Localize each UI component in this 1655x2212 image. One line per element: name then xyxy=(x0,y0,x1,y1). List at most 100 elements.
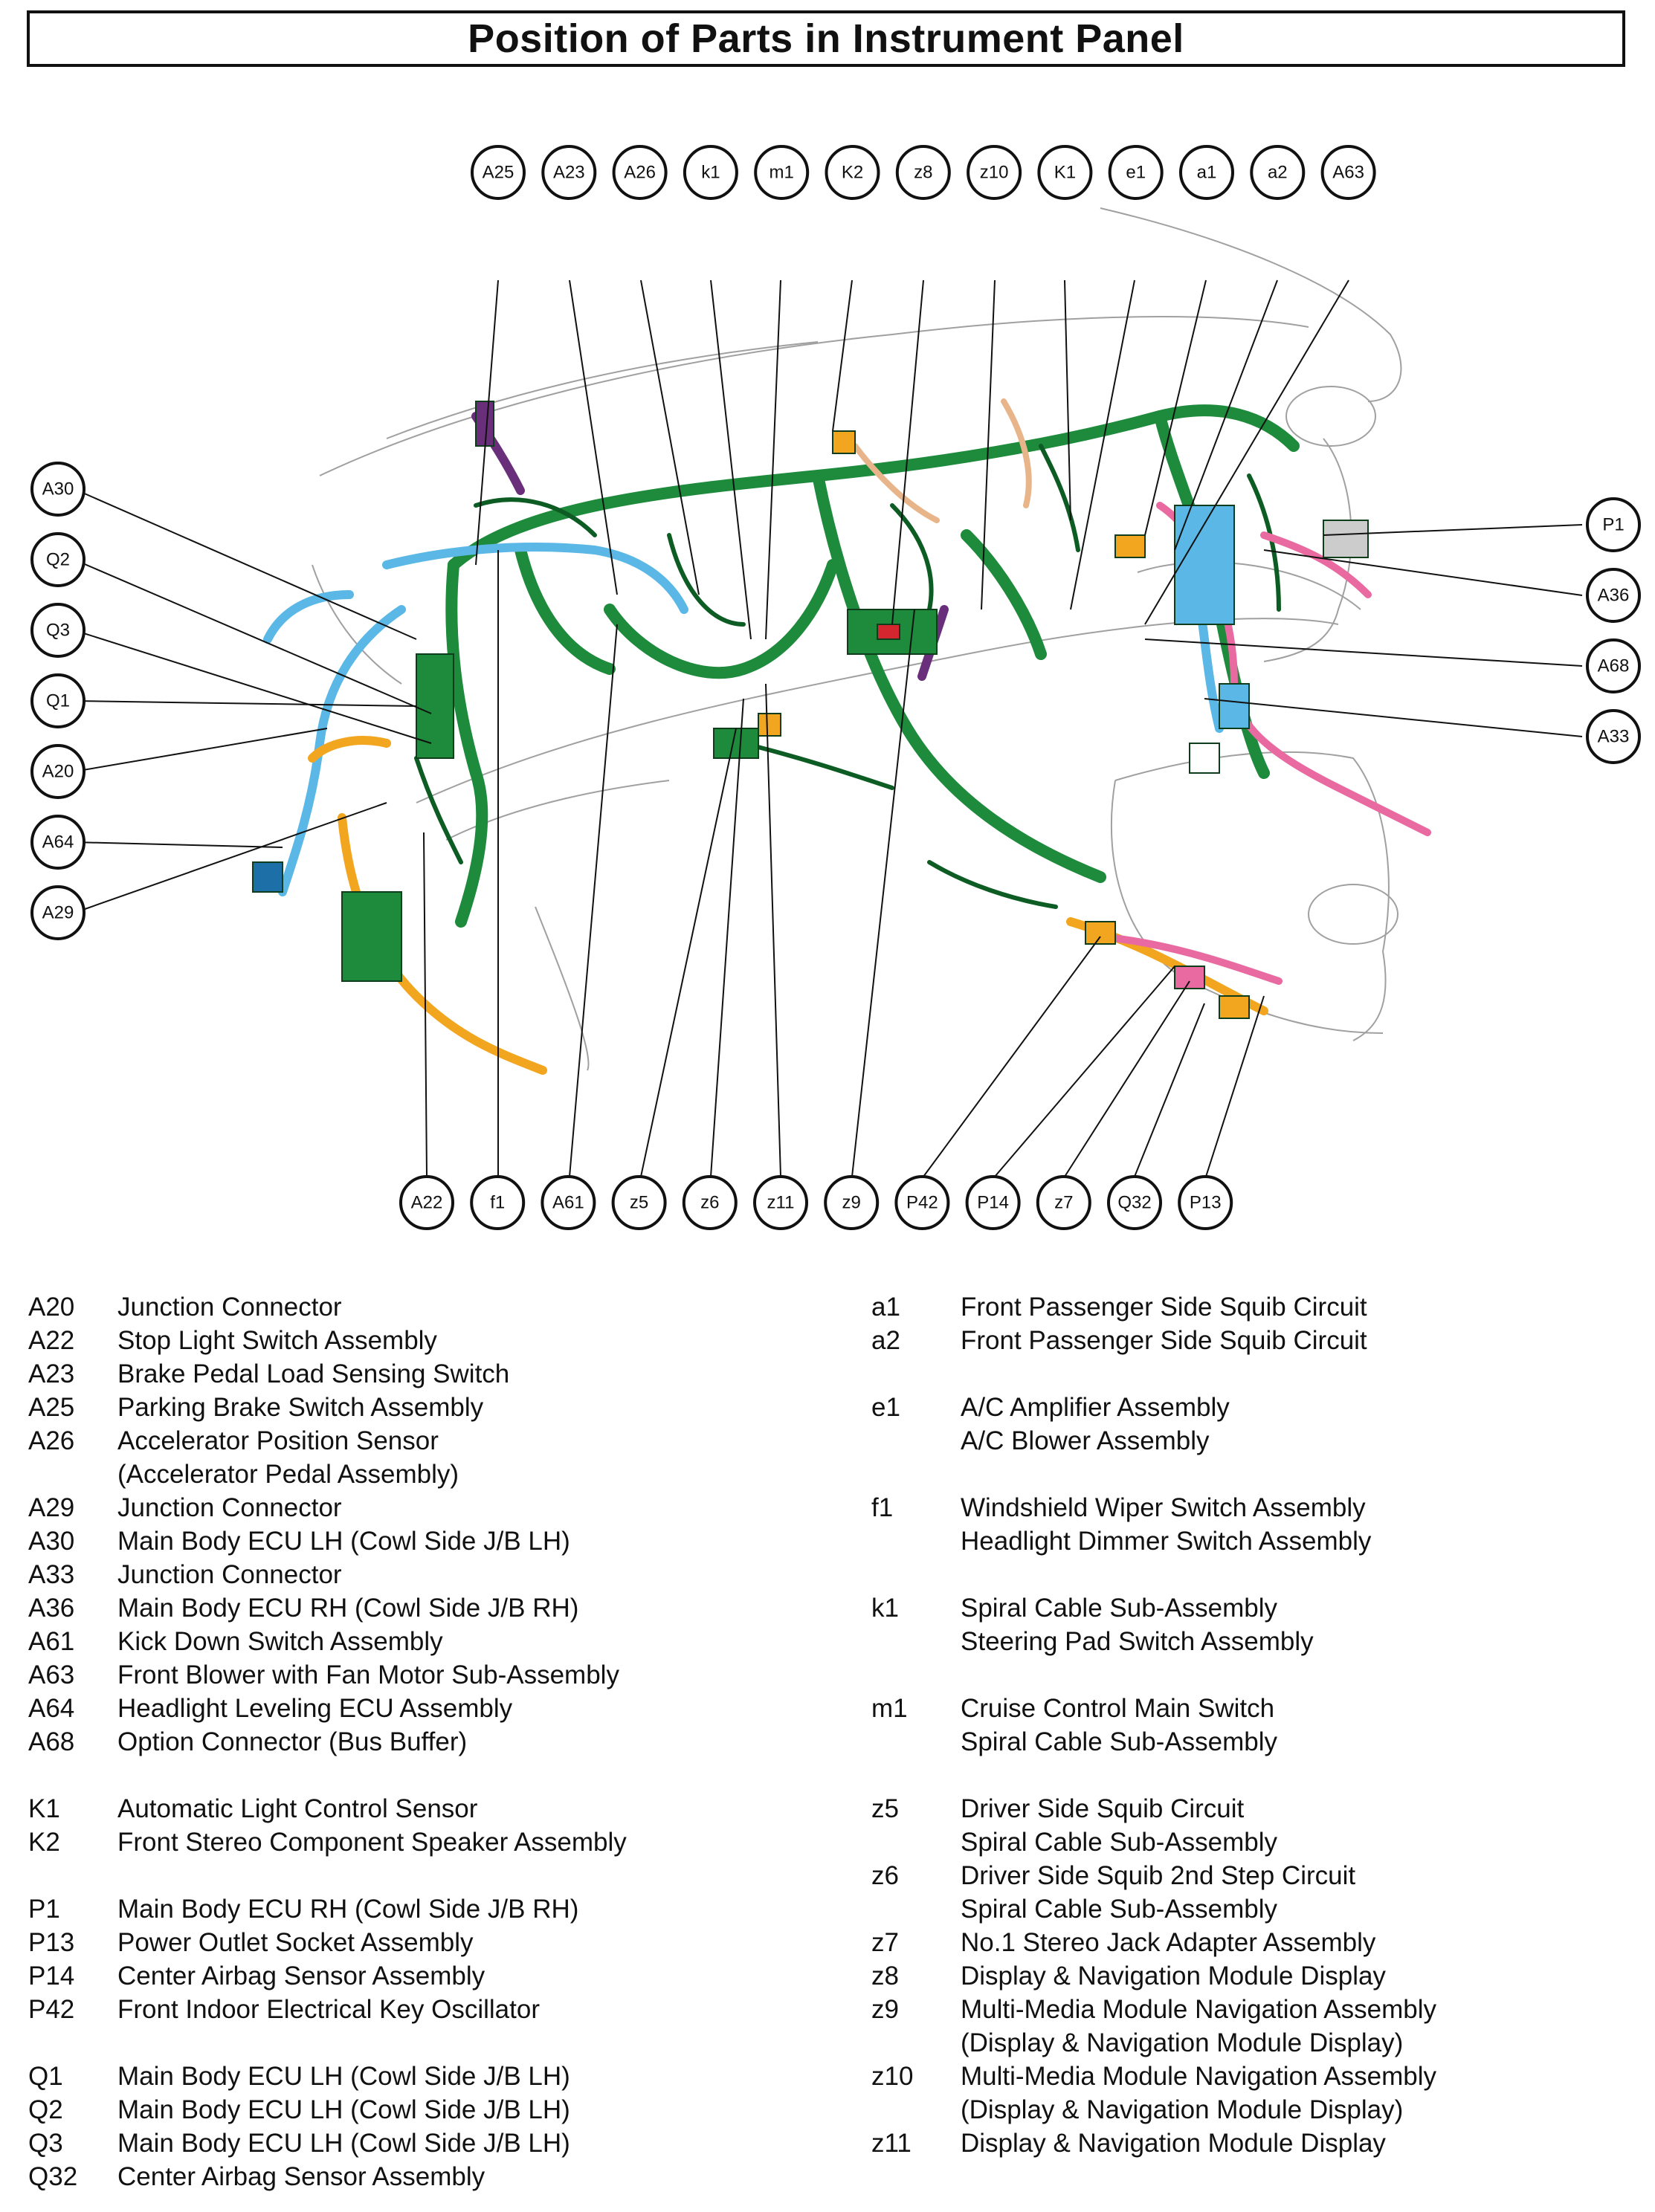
callout-circle xyxy=(824,1175,880,1230)
callout-a29: A29 xyxy=(30,885,86,940)
legend-description: Front Blower with Fan Motor Sub-Assembly xyxy=(117,1660,619,1689)
legend-row-z10: z10 Multi-Media Module Navigation Assembl… xyxy=(871,2060,1645,2093)
legend-code: P14 xyxy=(28,1962,75,1991)
legend-description: Parking Brake Switch Assembly xyxy=(117,1393,484,1422)
legend-row-continued: Spiral Cable Sub-Assembly xyxy=(871,1892,1645,1926)
callout-label: K2 xyxy=(842,163,863,183)
callout-label: z11 xyxy=(767,1193,795,1213)
legend-description: Main Body ECU LH (Cowl Side J/B LH) xyxy=(117,2095,570,2124)
legend-description: Headlight Dimmer Switch Assembly xyxy=(961,1527,1372,1556)
legend-description: Kick Down Switch Assembly xyxy=(117,1627,443,1656)
callout-label: A63 xyxy=(1332,163,1364,183)
legend-row-continued: Steering Pad Switch Assembly xyxy=(871,1625,1645,1658)
legend-description: (Display & Navigation Module Display) xyxy=(961,2028,1404,2057)
legend-description: A/C Amplifier Assembly xyxy=(961,1393,1230,1422)
callout-e1: e1 xyxy=(1108,145,1164,200)
legend-description: (Accelerator Pedal Assembly) xyxy=(117,1460,459,1489)
callout-a20: A20 xyxy=(30,744,86,799)
callout-label: A26 xyxy=(624,163,656,183)
legend-code: a1 xyxy=(871,1293,900,1322)
callout-p1: P1 xyxy=(1586,497,1641,552)
legend-description: Multi-Media Module Navigation Assembly xyxy=(961,2062,1436,2091)
legend-row-a20: A20 Junction Connector xyxy=(28,1290,816,1324)
callout-a61: A61 xyxy=(541,1175,596,1230)
callout-a68: A68 xyxy=(1586,638,1641,693)
legend-description: Brake Pedal Load Sensing Switch xyxy=(117,1359,510,1388)
callout-z10: z10 xyxy=(967,145,1022,200)
callout-label: A64 xyxy=(42,832,74,853)
callout-label: m1 xyxy=(770,163,794,183)
legend-row-z7: z7 No.1 Stereo Jack Adapter Assembly xyxy=(871,1926,1645,1959)
legend-row-continued xyxy=(28,1859,816,1892)
callout-q1: Q1 xyxy=(30,673,86,728)
callout-label: z8 xyxy=(914,163,932,183)
callout-circle xyxy=(541,145,597,200)
callout-a30: A30 xyxy=(30,462,86,517)
callout-label: z6 xyxy=(700,1193,719,1213)
callout-q32: Q32 xyxy=(1107,1175,1162,1230)
legend-code: A36 xyxy=(28,1594,75,1623)
legend-description: Multi-Media Module Navigation Assembly xyxy=(961,1995,1436,2024)
legend-code: A26 xyxy=(28,1426,75,1455)
callout-circle xyxy=(894,1175,950,1230)
legend-row-continued: Headlight Dimmer Switch Assembly xyxy=(871,1524,1645,1558)
callout-label: A61 xyxy=(552,1193,584,1213)
callout-label: f1 xyxy=(490,1193,505,1213)
legend-code: P1 xyxy=(28,1895,60,1924)
callout-label: z5 xyxy=(630,1193,648,1213)
legend-code: z11 xyxy=(871,2129,912,2158)
callout-circle xyxy=(1586,568,1641,623)
legend-code: z10 xyxy=(871,2062,914,2091)
legend-description: Front Indoor Electrical Key Oscillator xyxy=(117,1995,540,2024)
legend-description: No.1 Stereo Jack Adapter Assembly xyxy=(961,1928,1376,1957)
legend-code: z5 xyxy=(871,1794,899,1823)
legend-code: A20 xyxy=(28,1293,75,1322)
callout-a22: A22 xyxy=(399,1175,454,1230)
legend-code: z7 xyxy=(871,1928,899,1957)
legend-description: Automatic Light Control Sensor xyxy=(117,1794,478,1823)
legend-row-q2: Q2 Main Body ECU LH (Cowl Side J/B LH) xyxy=(28,2093,816,2127)
callout-circle xyxy=(1036,1175,1091,1230)
legend-description: Power Outlet Socket Assembly xyxy=(117,1928,474,1957)
callout-label: Q3 xyxy=(46,621,70,641)
legend-code: e1 xyxy=(871,1393,900,1422)
legend-code: Q2 xyxy=(28,2095,63,2124)
callout-circle xyxy=(470,1175,526,1230)
legend-row-continued xyxy=(28,1759,816,1792)
legend-code: f1 xyxy=(871,1493,894,1522)
legend-description: (Display & Navigation Module Display) xyxy=(961,2095,1404,2124)
callout-label: a2 xyxy=(1268,163,1288,183)
legend-description: Junction Connector xyxy=(117,1293,342,1322)
callout-z5: z5 xyxy=(611,1175,667,1230)
callout-circle xyxy=(30,815,86,870)
legend-row-continued: (Display & Navigation Module Display) xyxy=(871,2026,1645,2060)
legend-description: Center Airbag Sensor Assembly xyxy=(117,2162,485,2191)
legend-description: Spiral Cable Sub-Assembly xyxy=(961,1727,1278,1756)
callout-circle xyxy=(611,1175,667,1230)
callout-a1: a1 xyxy=(1179,145,1234,200)
callout-z7: z7 xyxy=(1036,1175,1091,1230)
callout-circle xyxy=(30,532,86,587)
callout-p13: P13 xyxy=(1178,1175,1233,1230)
legend-code: k1 xyxy=(871,1594,899,1623)
legend-description: Driver Side Squib 2nd Step Circuit xyxy=(961,1861,1356,1890)
callout-z8: z8 xyxy=(895,145,951,200)
callout-circle xyxy=(967,145,1022,200)
legend-code: z8 xyxy=(871,1962,899,1991)
callout-f1: f1 xyxy=(470,1175,526,1230)
callout-a2: a2 xyxy=(1250,145,1306,200)
